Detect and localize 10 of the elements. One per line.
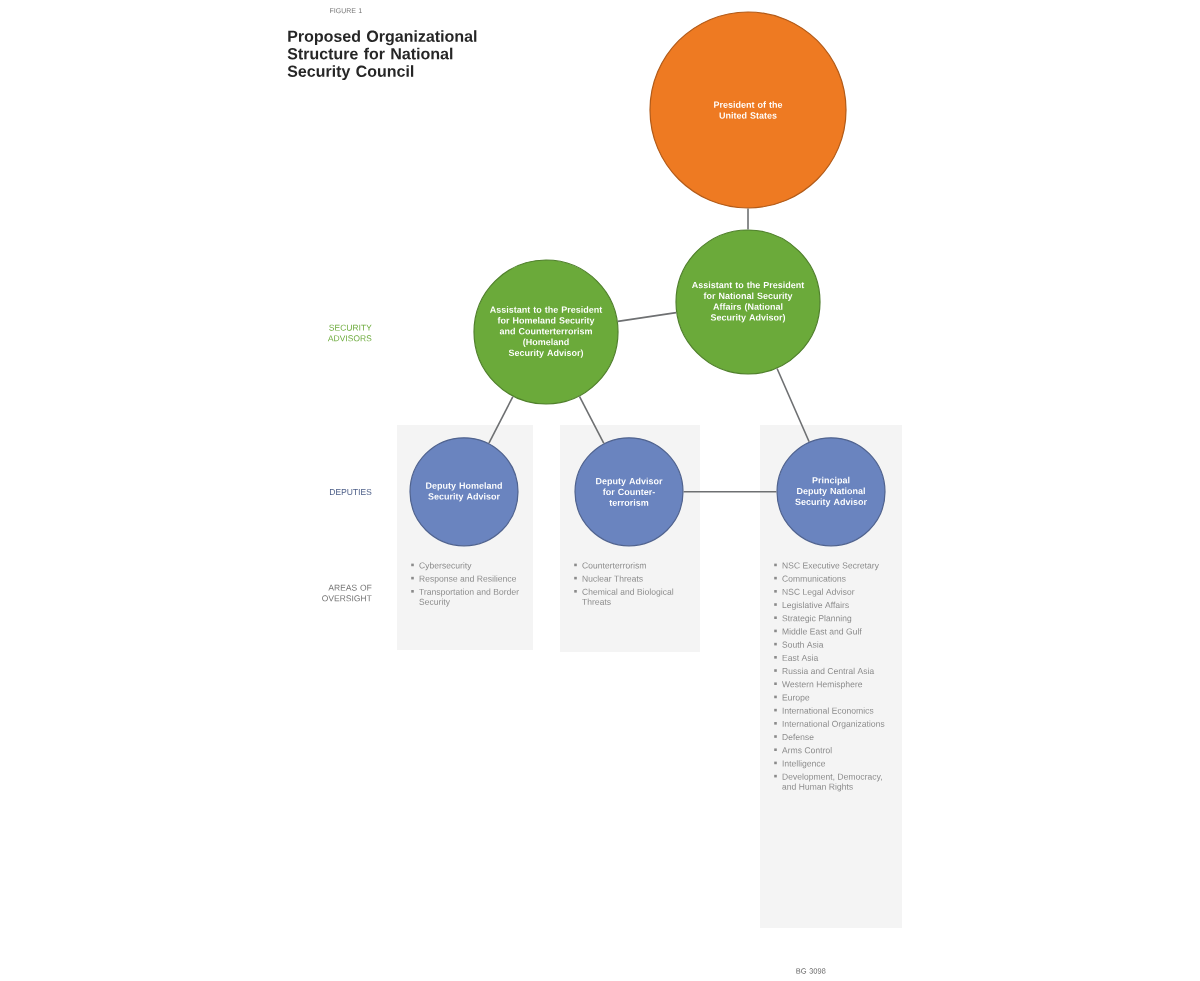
connector-line [578, 395, 605, 445]
row-label: AREAS OF OVERSIGHT [322, 584, 372, 602]
row-label: SECURITY ADVISORS [327, 324, 372, 342]
connector-line [617, 311, 677, 323]
connector-line [747, 207, 749, 231]
connector-line [488, 395, 514, 445]
connector-line [682, 491, 778, 493]
connector-line [776, 367, 810, 443]
title: Proposed Organizational Structure for National Security Council [287, 30, 477, 81]
row-label: DEPUTIES [330, 489, 372, 495]
